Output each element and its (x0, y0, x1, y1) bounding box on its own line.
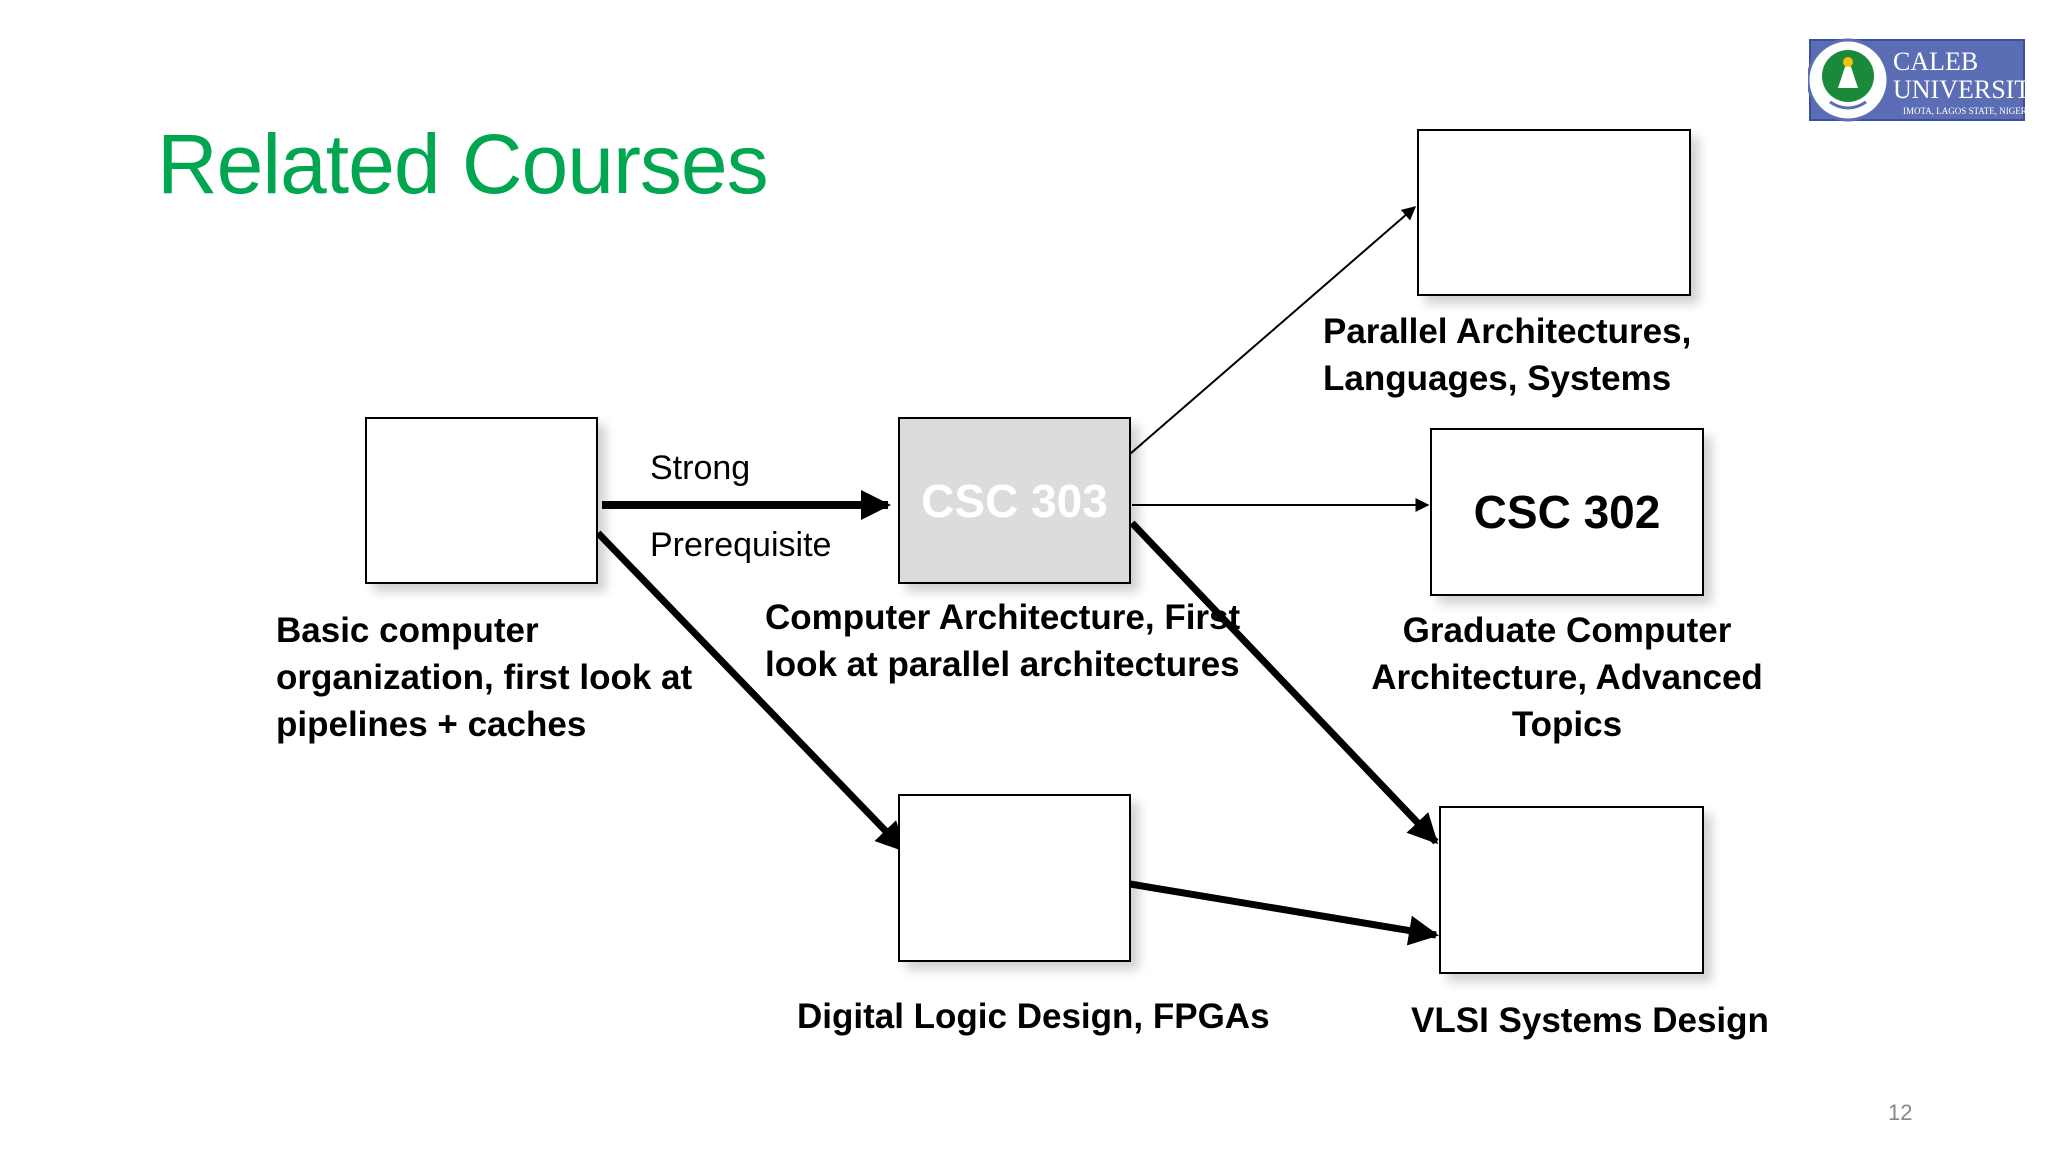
logo-line3: IMOTA, LAGOS STATE, NIGERIA (1903, 106, 2028, 116)
slide-number: 12 (1888, 1100, 1913, 1125)
node-digital-box (898, 794, 1131, 962)
node-vlsi-box (1439, 806, 1704, 974)
node-csc302-box: CSC 302 (1430, 428, 1704, 596)
node-digital-caption: Digital Logic Design, FPGAs (797, 997, 1270, 1036)
node-basic-caption: Basic computer organization, first look … (276, 611, 693, 744)
node-csc303-caption: Computer Architecture, First look at par… (765, 598, 1241, 684)
node-parallel-box (1417, 129, 1691, 296)
edge-label-strong: Strong (650, 449, 751, 487)
caleb-university-logo: CALEB UNIVERSITY IMOTA, LAGOS STATE, NIG… (1806, 18, 2048, 146)
node-csc302-label: CSC 302 (1473, 486, 1661, 538)
node-csc303-box: CSC 303 (898, 417, 1131, 584)
logo-line2: UNIVERSITY (1893, 75, 2028, 104)
node-parallel-caption: Parallel Architectures, Languages, Syste… (1323, 312, 1692, 398)
node-csc302-caption: Graduate Computer Architecture, Advanced… (1371, 611, 1763, 744)
slide-title: Related Courses (157, 117, 769, 211)
node-csc303-label: CSC 303 (921, 474, 1108, 527)
logo-line1: CALEB (1893, 47, 1978, 76)
node-basic-box (365, 417, 598, 584)
arrow-digital-to-vlsi (1129, 880, 1439, 946)
node-vlsi-caption: VLSI Systems Design (1411, 1001, 1769, 1040)
edge-label-prerequisite: Prerequisite (650, 526, 832, 564)
